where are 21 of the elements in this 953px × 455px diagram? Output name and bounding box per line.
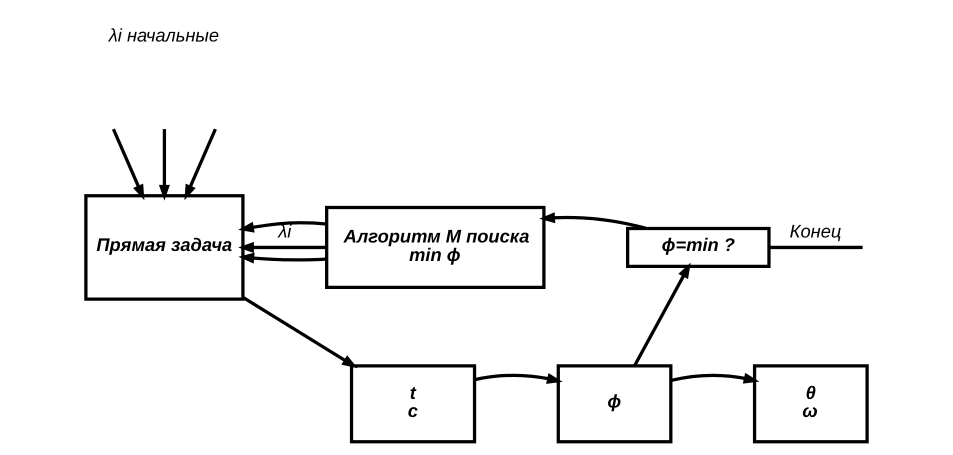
node-box: ϕ (556, 364, 672, 443)
arrow (238, 241, 327, 252)
arrow (112, 128, 144, 200)
arrow (238, 220, 327, 232)
edge-label: Конец (790, 220, 842, 241)
node-box: Прямая задача (84, 194, 245, 300)
edge-label: λi (278, 220, 292, 241)
arrow (184, 128, 217, 200)
node-box: t c (350, 364, 476, 443)
node-box: ϕ=min ? (626, 226, 771, 268)
arrow (539, 212, 646, 230)
arrow (474, 372, 563, 384)
connector (769, 245, 863, 249)
arrow (238, 252, 327, 264)
node-box: θ ω (752, 364, 869, 443)
arrow (242, 296, 358, 368)
arrow (158, 128, 170, 200)
arrow (633, 262, 691, 366)
label: λi начальные (108, 24, 220, 45)
node-box: Алгоритм M поиска min ϕ (325, 205, 546, 288)
arrow (670, 372, 760, 384)
